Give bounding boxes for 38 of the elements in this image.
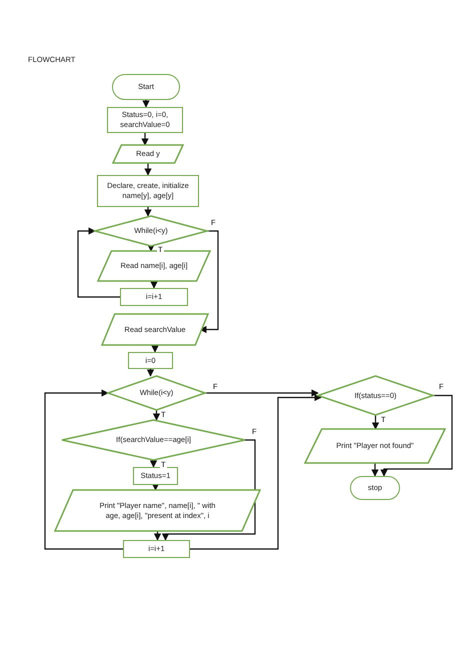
arrow xyxy=(142,100,150,108)
arrow xyxy=(150,460,158,468)
decision-diamond xyxy=(108,376,205,410)
process-box xyxy=(120,288,188,306)
arrow xyxy=(77,227,120,298)
decision-diamond xyxy=(62,420,245,460)
process-box xyxy=(97,175,199,207)
arrow xyxy=(154,531,162,541)
process-box xyxy=(133,467,178,485)
arrow xyxy=(152,410,160,421)
arrow xyxy=(151,345,159,353)
terminal-shape xyxy=(350,476,400,500)
arrow xyxy=(162,439,256,541)
arrow xyxy=(44,389,123,550)
arrow xyxy=(371,463,379,477)
arrow xyxy=(152,484,160,491)
input-output-parallelogram xyxy=(55,490,260,531)
process-box xyxy=(123,540,190,558)
arrow xyxy=(199,230,219,334)
process-box xyxy=(128,352,173,369)
decision-diamond xyxy=(318,376,433,415)
arrow xyxy=(205,389,319,397)
arrow xyxy=(190,394,322,550)
input-output-parallelogram xyxy=(102,314,208,345)
input-output-parallelogram xyxy=(305,429,445,463)
arrow xyxy=(146,369,154,377)
terminal-shape xyxy=(112,74,180,100)
arrow xyxy=(150,281,158,289)
arrow xyxy=(141,133,149,146)
process-box xyxy=(107,107,183,133)
input-output-parallelogram xyxy=(98,251,210,281)
input-output-parallelogram xyxy=(113,145,183,163)
arrow xyxy=(380,394,453,477)
arrow xyxy=(144,163,152,176)
arrow xyxy=(144,207,152,217)
arrow xyxy=(372,415,380,430)
arrow xyxy=(147,244,155,252)
decision-diamond xyxy=(95,216,207,246)
